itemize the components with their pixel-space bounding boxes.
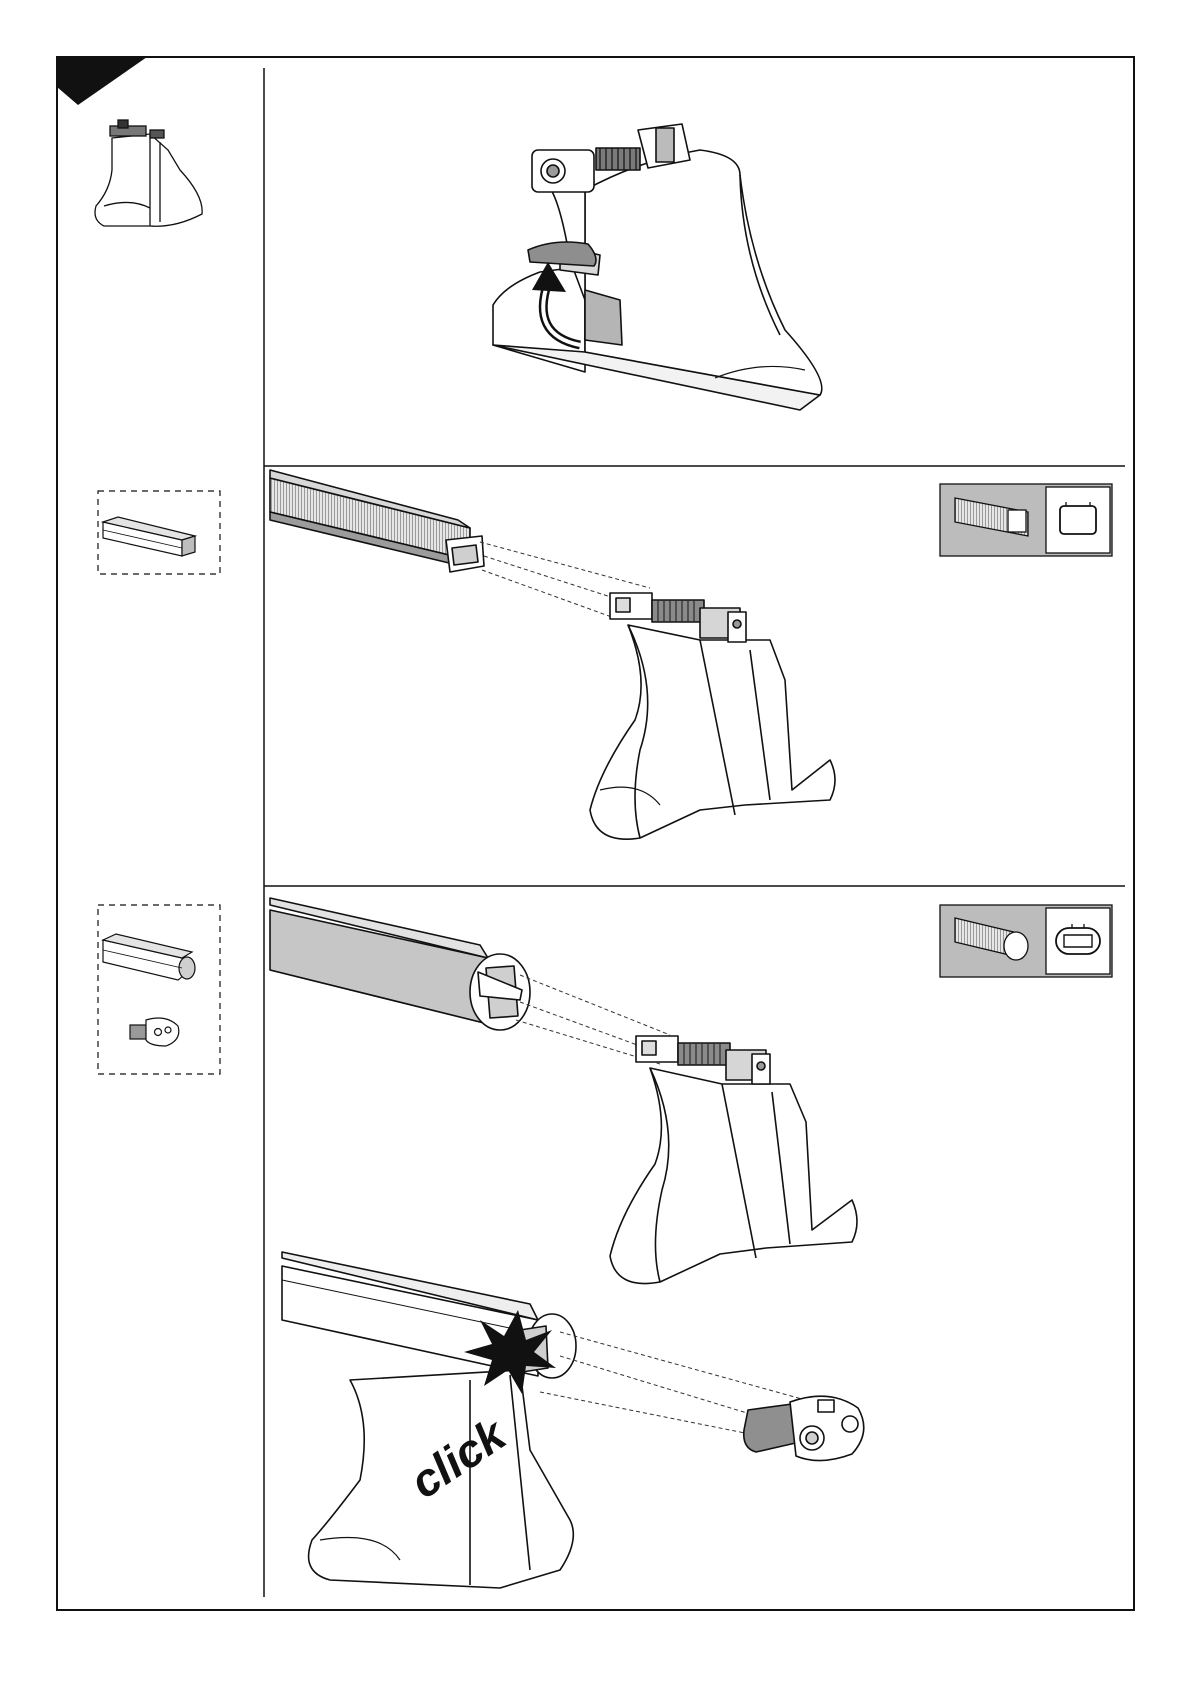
t-adapter-icon	[744, 1396, 864, 1460]
aero-bar-thumbnail-icon	[103, 934, 195, 980]
step-3-foot-illustration	[610, 1036, 857, 1284]
step-3-aero-bar	[270, 898, 530, 1030]
square-profile-icon	[1060, 502, 1096, 534]
step-2-foot-illustration	[590, 593, 835, 839]
step-2-square-bar	[270, 470, 484, 572]
square-bar-thumbnail-icon	[103, 517, 195, 556]
aero-profile-inset	[940, 905, 1112, 977]
step-corner-marker	[57, 57, 147, 105]
square-profile-inset	[940, 484, 1112, 556]
t-adapter-thumbnail-icon	[130, 1018, 179, 1046]
part-box-aero-bar	[98, 905, 220, 1074]
roof-foot-thumbnail-icon	[95, 120, 202, 226]
step-3b-bar-on-foot	[282, 1252, 576, 1588]
step-1-foot-illustration	[493, 124, 822, 410]
